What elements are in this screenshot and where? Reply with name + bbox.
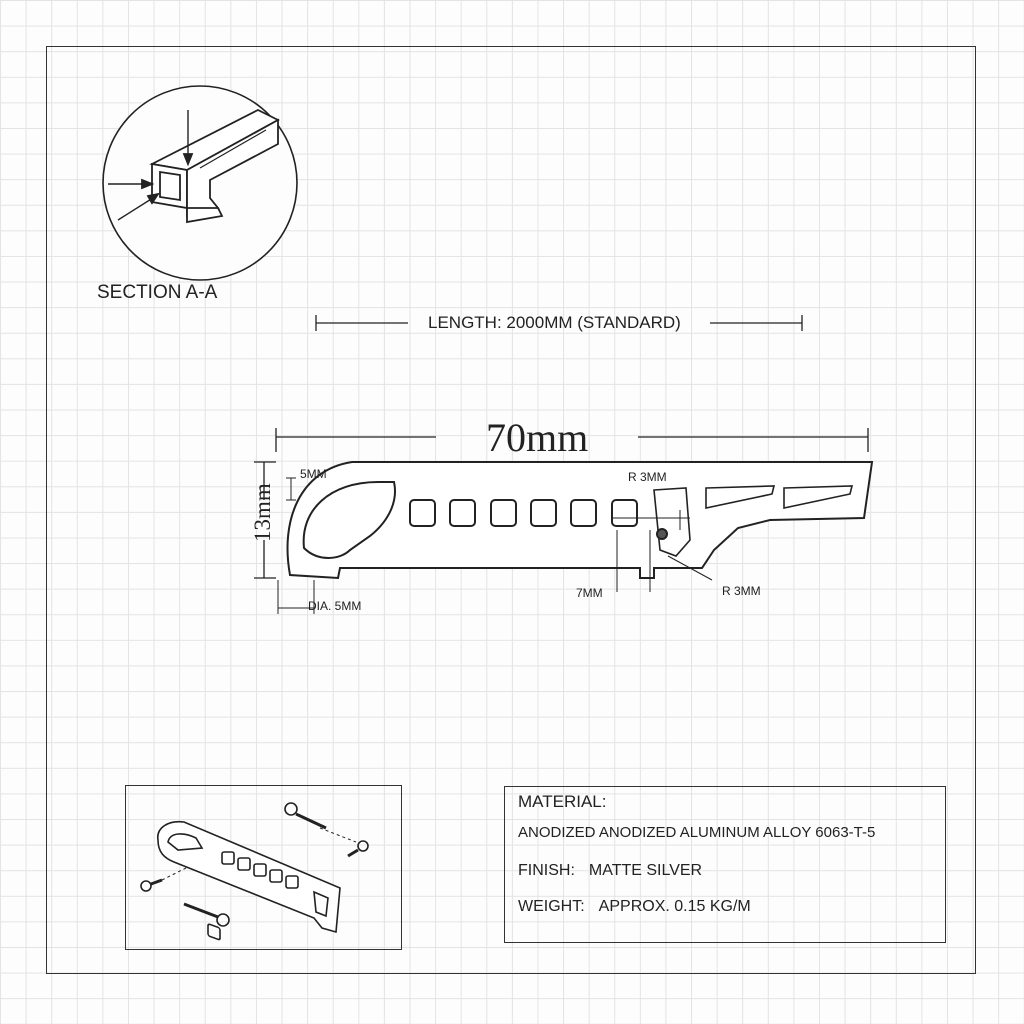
- radius-bottom-label: R 3MM: [722, 584, 761, 598]
- detail-dimension-lines: [277, 477, 713, 614]
- bracket-profile: [286, 461, 874, 580]
- slot-width-label: 7MM: [576, 586, 603, 600]
- finish-value: MATTE SILVER: [588, 862, 703, 879]
- width-dimension-line: [275, 428, 869, 452]
- section-detail: [102, 85, 298, 281]
- material-value: ANODIZED ANODIZED ALUMINUM ALLOY 6063-T-…: [518, 824, 876, 841]
- drawing-frame: [46, 46, 976, 974]
- length-label: LENGTH: 2000MM (STANDARD): [428, 313, 681, 332]
- assembly-illustration: [140, 802, 369, 941]
- finish-label: FINISH:: [518, 862, 575, 879]
- finish-row: FINISH: MATTE SILVER: [518, 862, 702, 880]
- slot-depth-label: 5MM: [300, 467, 327, 481]
- weight-row: WEIGHT: APPROX. 0.15 KG/M: [518, 898, 751, 916]
- height-dimension-label: 13mm: [250, 483, 275, 542]
- length-dimension-line: [315, 315, 803, 331]
- assembly-box: [125, 785, 402, 950]
- width-dimension-label: 70mm: [486, 415, 589, 460]
- material-label: MATERIAL:: [518, 792, 607, 811]
- hole-diameter-label: DIA. 5MM: [308, 599, 362, 613]
- radius-top-label: R 3MM: [628, 470, 667, 484]
- height-dimension-line: [254, 461, 276, 579]
- section-label: SECTION A-A: [97, 282, 218, 303]
- weight-label: WEIGHT:: [518, 898, 585, 915]
- weight-value: APPROX. 0.15 KG/M: [598, 898, 751, 915]
- spec-box: MATERIAL: ANODIZED ANODIZED ALUMINUM ALL…: [504, 786, 946, 943]
